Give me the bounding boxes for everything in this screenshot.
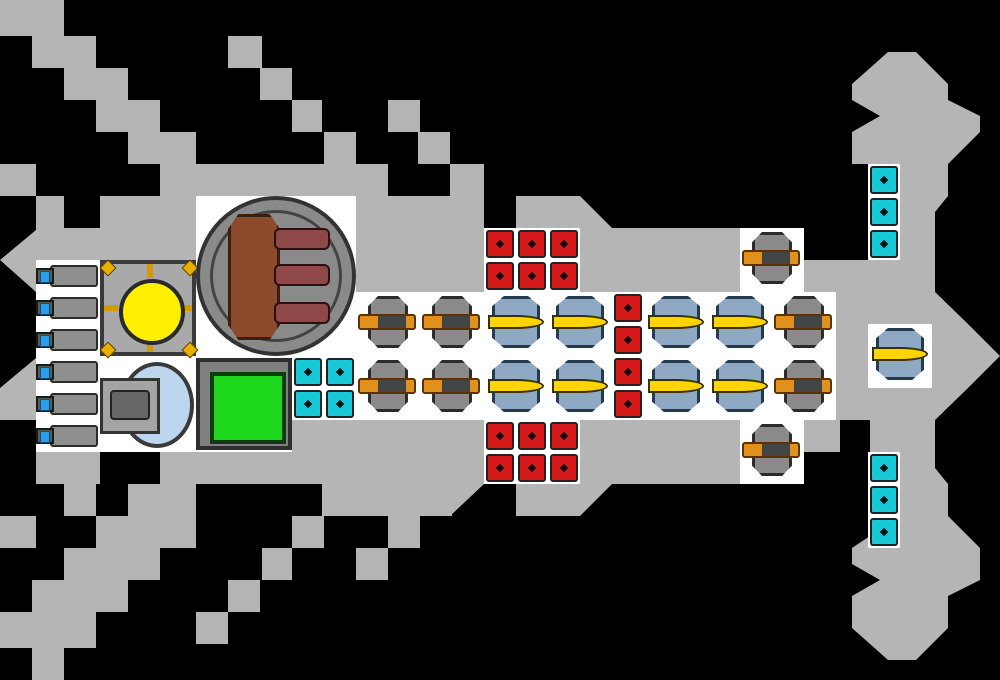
cannon[interactable] [772, 294, 834, 352]
armor-block[interactable] [614, 358, 642, 386]
shield-block[interactable] [870, 166, 898, 194]
shield-block[interactable] [294, 358, 322, 386]
armor-block[interactable] [486, 422, 514, 450]
armor-block[interactable] [550, 230, 578, 258]
turret-mount [228, 214, 280, 340]
shield-block[interactable] [326, 358, 354, 386]
armor-block[interactable] [486, 262, 514, 290]
shield-block[interactable] [870, 198, 898, 226]
cannon[interactable] [772, 358, 834, 416]
armor-block[interactable] [614, 294, 642, 322]
thruster[interactable] [36, 326, 98, 354]
armor-block[interactable] [486, 454, 514, 482]
armor-block[interactable] [518, 230, 546, 258]
thruster[interactable] [36, 358, 98, 386]
cargo-container[interactable] [196, 358, 292, 450]
armor-block[interactable] [550, 262, 578, 290]
thruster[interactable] [36, 262, 98, 290]
laser[interactable] [644, 294, 706, 352]
armor-block[interactable] [614, 390, 642, 418]
laser[interactable] [484, 294, 546, 352]
laser[interactable] [548, 294, 610, 352]
armor-block[interactable] [550, 422, 578, 450]
thruster[interactable] [36, 390, 98, 418]
cannon[interactable] [740, 230, 802, 288]
armor-block[interactable] [518, 422, 546, 450]
reactor[interactable] [99, 259, 199, 359]
laser[interactable] [708, 294, 770, 352]
cannon[interactable] [740, 422, 802, 480]
thruster[interactable] [36, 294, 98, 322]
armor-block[interactable] [550, 454, 578, 482]
shield-block[interactable] [870, 454, 898, 482]
shield-block[interactable] [294, 390, 322, 418]
shield-block[interactable] [870, 486, 898, 514]
reactor-core [119, 279, 185, 345]
gun-turret[interactable] [196, 196, 356, 356]
armor-block[interactable] [518, 454, 546, 482]
shield-block[interactable] [870, 230, 898, 258]
laser[interactable] [548, 358, 610, 416]
cannon[interactable] [356, 358, 418, 416]
laser[interactable] [644, 358, 706, 416]
cannon[interactable] [356, 294, 418, 352]
thruster[interactable] [36, 422, 98, 450]
cannon[interactable] [420, 294, 482, 352]
laser[interactable] [708, 358, 770, 416]
armor-block[interactable] [614, 326, 642, 354]
laser[interactable] [868, 326, 930, 384]
armor-block[interactable] [518, 262, 546, 290]
gyroscope[interactable] [100, 360, 196, 452]
armor-block[interactable] [486, 230, 514, 258]
cannon[interactable] [420, 358, 482, 416]
shield-block[interactable] [870, 518, 898, 546]
shield-block[interactable] [326, 390, 354, 418]
laser[interactable] [484, 358, 546, 416]
